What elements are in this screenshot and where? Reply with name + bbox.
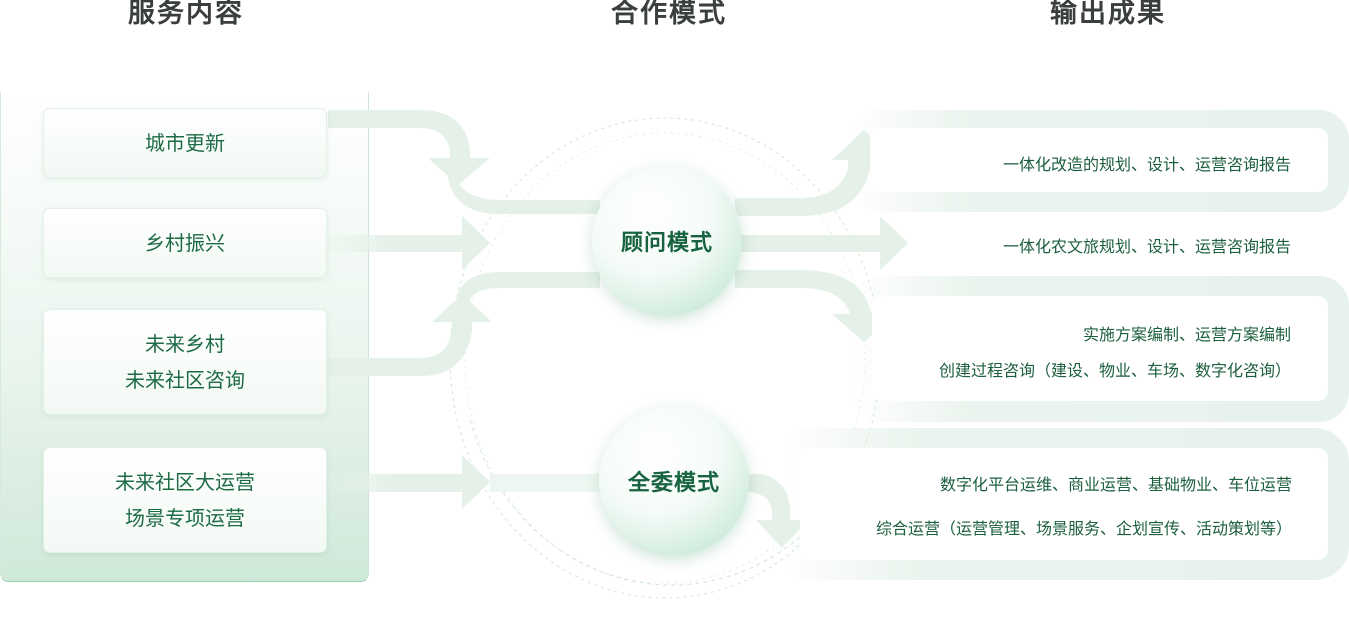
- header-services: 服务内容: [128, 0, 244, 29]
- arrow-out-4: [745, 474, 808, 548]
- service-label: 未来乡村: [145, 332, 225, 356]
- consulting-mode-node: 顾问模式: [592, 166, 742, 316]
- full-mode-node: 全委模式: [599, 406, 749, 556]
- service-card-rural-revitalization: 乡村振兴: [43, 208, 327, 278]
- output-card-3: [800, 448, 1328, 560]
- service-label: 场景专项运营: [125, 506, 245, 530]
- output-item: 数字化平台运维、商业运营、基础物业、车位运营: [939, 475, 1292, 494]
- output-card-1: [870, 128, 1328, 192]
- arrow-out-1: [735, 130, 894, 216]
- arrow-out-3: [735, 270, 894, 342]
- arrow-urban: [328, 110, 600, 214]
- output-item: 实施方案编制、运营方案编制: [1082, 325, 1291, 344]
- service-label: 未来社区大运营: [115, 470, 255, 494]
- service-card-future-village: 未来乡村 未来社区咨询: [43, 309, 327, 415]
- service-label: 城市更新: [145, 131, 225, 155]
- arrow-rural: [328, 216, 490, 270]
- header-outputs: 输出成果: [1050, 0, 1166, 29]
- service-card-urban-renewal: 城市更新: [43, 108, 327, 178]
- output-item: 一体化农文旅规划、设计、运营咨询报告: [1002, 237, 1291, 256]
- output-card-2: [872, 296, 1328, 401]
- output-item: 创建过程咨询（建设、物业、车场、数字化咨询）: [938, 361, 1291, 380]
- full-mode-label: 全委模式: [627, 471, 720, 496]
- output-item: 综合运营（运营管理、场景服务、企划宣传、活动策划等）: [875, 519, 1292, 538]
- arrow-community-ops: [328, 455, 490, 509]
- consulting-mode-label: 顾问模式: [620, 231, 713, 256]
- arrow-future-village: [328, 272, 600, 376]
- arrow-out-2: [740, 216, 908, 270]
- service-label: 乡村振兴: [145, 231, 225, 255]
- output-item: 一体化改造的规划、设计、运营咨询报告: [1002, 155, 1291, 174]
- service-card-community-operations: 未来社区大运营 场景专项运营: [43, 447, 327, 553]
- service-label: 未来社区咨询: [125, 368, 245, 392]
- header-modes: 合作模式: [611, 0, 727, 29]
